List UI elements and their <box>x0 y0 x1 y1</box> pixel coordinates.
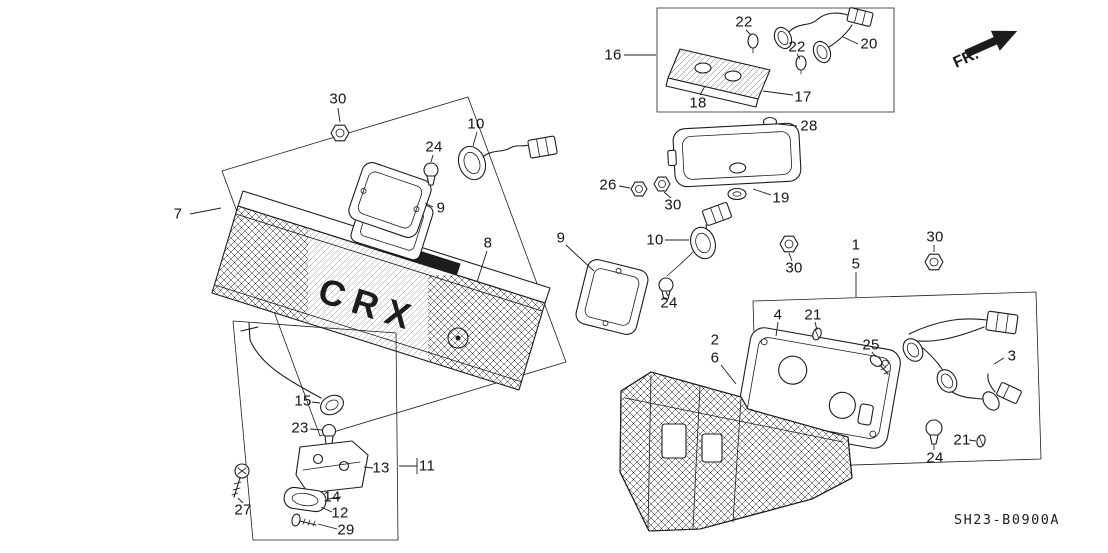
grommet-19 <box>727 187 747 201</box>
high-mount-lamp-assembly <box>656 7 895 113</box>
emblem-hole <box>447 327 469 349</box>
fr-direction-arrow: FR. <box>951 30 1018 72</box>
bulb-24c <box>925 419 943 445</box>
wire-harness-3 <box>902 310 1022 411</box>
bulb-socket-10b <box>666 202 732 277</box>
license-bracket-13 <box>295 440 369 494</box>
nut-26 <box>630 181 648 197</box>
screw-21b <box>976 434 986 448</box>
bulb-23 <box>321 423 337 445</box>
bulb-22b <box>795 55 807 75</box>
nut-30a <box>330 124 350 142</box>
lamp-housing-19 <box>667 122 802 188</box>
assembly-boundary-box <box>656 7 895 113</box>
bulb-24b <box>658 277 674 300</box>
gasket-9b <box>575 259 649 335</box>
diagram-code: SH23-B0900A <box>954 512 1060 528</box>
connector-20 <box>846 7 874 27</box>
taillight-lens <box>619 371 853 532</box>
screw-29 <box>291 513 317 527</box>
bulb-socket-10a <box>457 135 558 181</box>
license-lens-14 <box>283 486 327 513</box>
nut-30b <box>653 176 671 192</box>
screw-27 <box>231 463 250 498</box>
nut-30c <box>779 235 799 253</box>
license-lamp-assembly <box>231 320 399 541</box>
nut-30d <box>924 253 944 271</box>
screw-25 <box>869 355 890 375</box>
rear-garnish-assembly: CRX <box>211 96 567 437</box>
license-wire-15 <box>240 322 344 416</box>
screw-21a <box>812 327 822 341</box>
gasket-9a <box>348 162 432 238</box>
bulb-24a <box>423 162 439 186</box>
bulb-22a <box>747 33 759 54</box>
callout-leader-lines <box>189 29 1005 530</box>
garnish-boundary-box <box>221 96 567 437</box>
